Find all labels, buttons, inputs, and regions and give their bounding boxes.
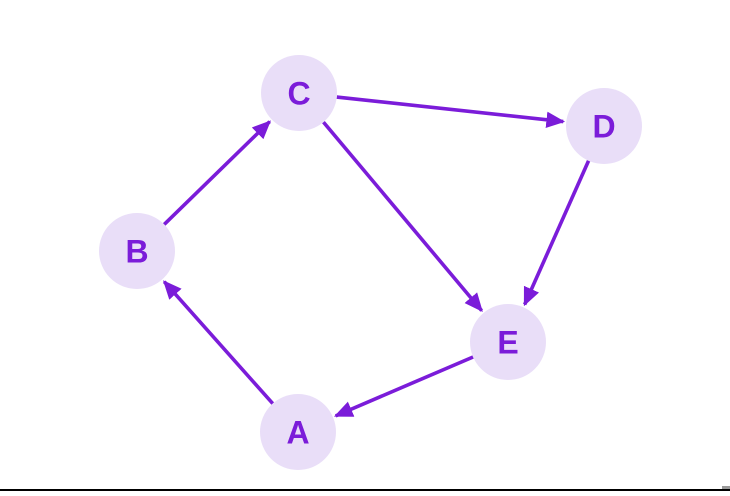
graph-node-C: C xyxy=(261,55,337,131)
node-circle-C xyxy=(261,55,337,131)
graph-node-A: A xyxy=(260,394,336,470)
graph-edge-B-C xyxy=(162,120,271,226)
graph-edge-A-B xyxy=(162,280,275,405)
graph-edge-E-A xyxy=(333,355,474,418)
graph-edge-C-D xyxy=(336,95,566,128)
node-circle-A xyxy=(260,394,336,470)
node-circle-E xyxy=(470,304,546,380)
node-circle-B xyxy=(99,213,175,289)
graph-edge-C-E xyxy=(322,120,484,313)
node-circle-D xyxy=(566,88,642,164)
graph-node-D: D xyxy=(566,88,642,164)
bottom-right-tick xyxy=(722,486,730,489)
graph-edge-D-E xyxy=(523,159,591,307)
bottom-border-line xyxy=(0,489,730,491)
graph-node-E: E xyxy=(470,304,546,380)
graph-node-B: B xyxy=(99,213,175,289)
